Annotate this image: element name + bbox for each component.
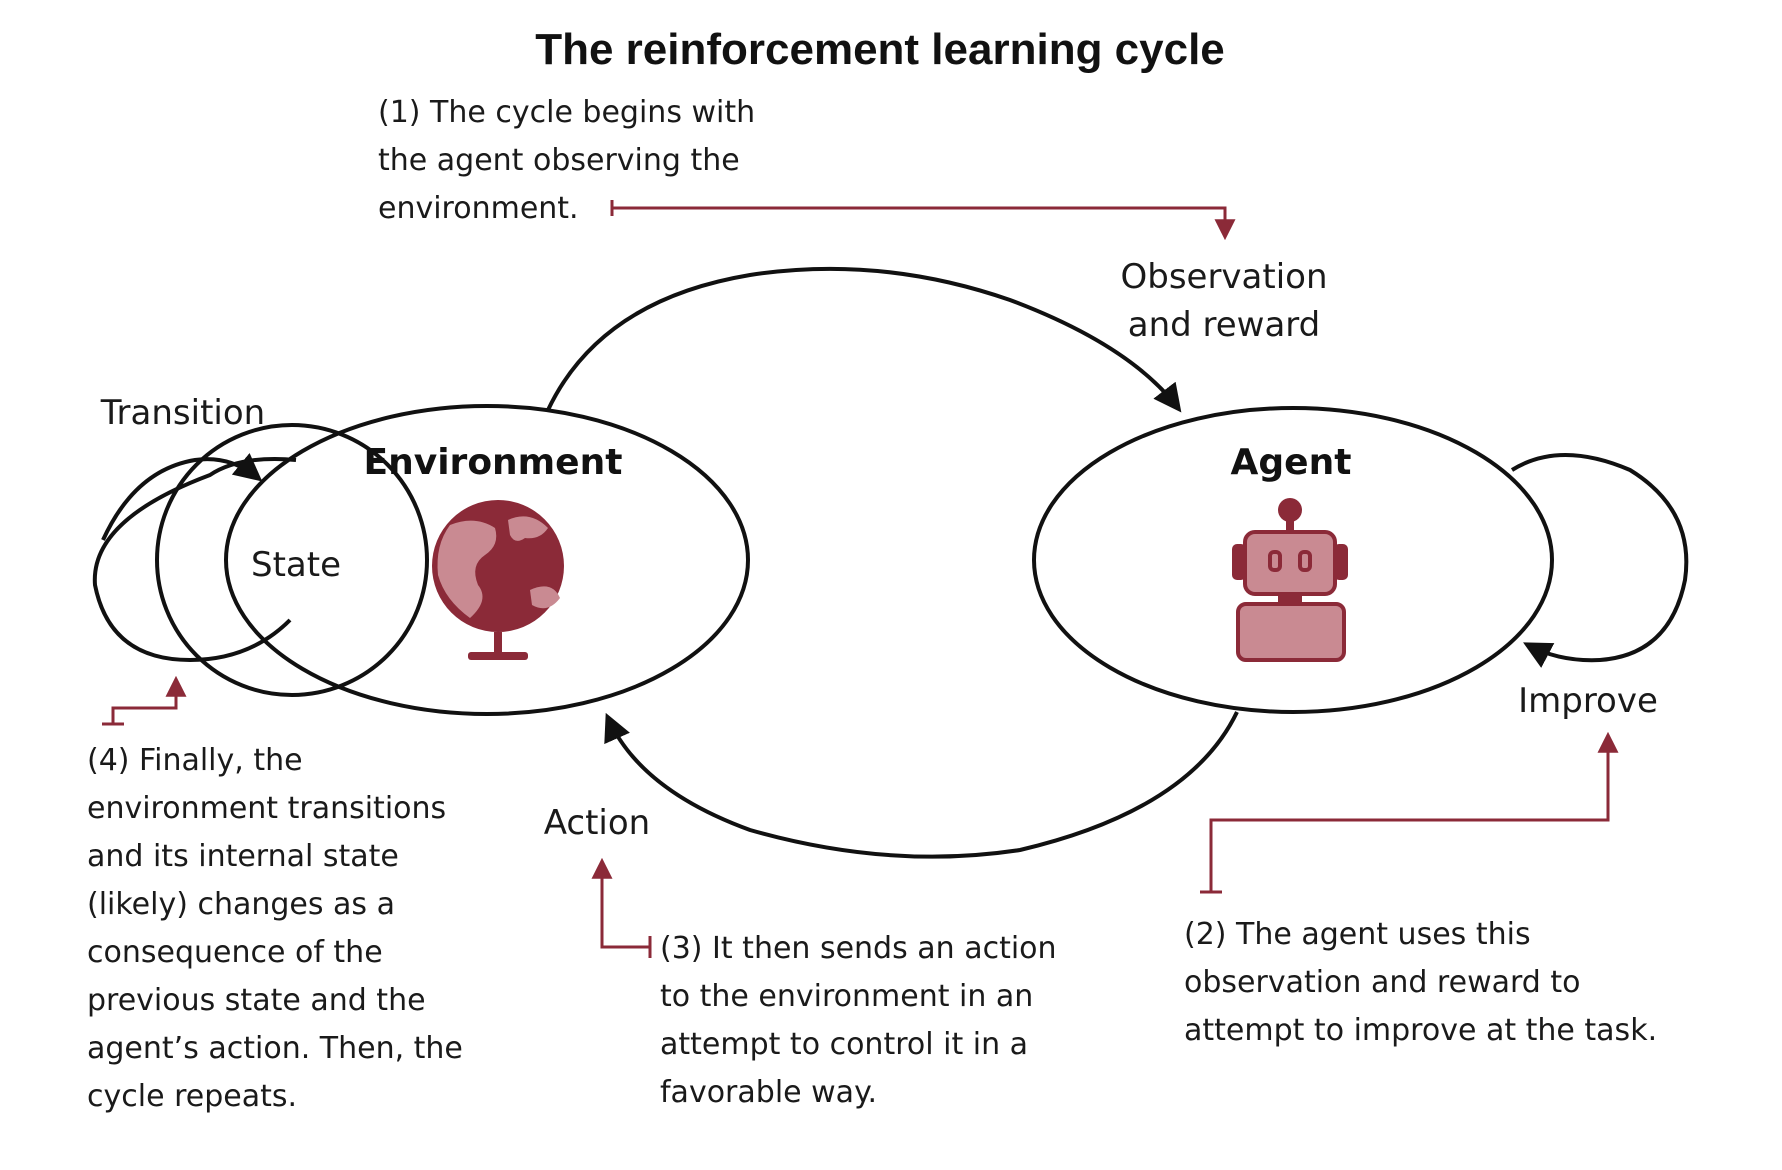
svg-text:attempt to control it in a: attempt to control it in a <box>660 1027 1028 1062</box>
svg-text:agent’s action. Then, the: agent’s action. Then, the <box>87 1031 463 1066</box>
note-step3: (3) It then sends an action to the envir… <box>660 931 1057 1110</box>
svg-text:cycle repeats.: cycle repeats. <box>87 1079 297 1114</box>
state-label: State <box>251 545 341 585</box>
globe-icon <box>432 500 564 660</box>
agent-node <box>1032 406 1554 714</box>
svg-text:consequence of the: consequence of the <box>87 935 383 970</box>
svg-text:to the environment in an: to the environment in an <box>660 979 1033 1014</box>
state-node <box>155 423 429 697</box>
improve-loop <box>1510 453 1689 668</box>
svg-text:(1) The cycle begins with: (1) The cycle begins with <box>378 95 755 130</box>
robot-icon <box>1232 498 1348 662</box>
leader-step2 <box>1200 736 1608 894</box>
transition-loop-top <box>101 452 263 541</box>
svg-text:environment.: environment. <box>378 191 579 226</box>
svg-text:attempt to improve at the task: attempt to improve at the task. <box>1184 1013 1657 1048</box>
note-step2: (2) The agent uses this observation and … <box>1184 917 1657 1048</box>
leader-step3 <box>602 862 652 958</box>
leader-step4 <box>102 680 176 726</box>
transition-loop <box>92 457 297 663</box>
agent-label: Agent <box>1231 442 1352 483</box>
svg-text:the agent observing the: the agent observing the <box>378 143 740 178</box>
observation-label-line1: Observation <box>1120 257 1327 297</box>
action-label: Action <box>544 803 650 843</box>
svg-text:previous state and the: previous state and the <box>87 983 426 1018</box>
action-arc <box>604 711 1239 859</box>
svg-text:(likely) changes as a: (likely) changes as a <box>87 887 395 922</box>
note-step4: (4) Finally, the environment transitions… <box>87 743 463 1114</box>
observation-label-line2: and reward <box>1128 305 1321 345</box>
svg-text:observation and reward to: observation and reward to <box>1184 965 1581 1000</box>
svg-text:environment transitions: environment transitions <box>87 791 446 826</box>
svg-text:favorable way.: favorable way. <box>660 1075 877 1110</box>
environment-label: Environment <box>364 442 623 483</box>
svg-text:and its internal state: and its internal state <box>87 839 399 874</box>
transition-label: Transition <box>100 393 265 433</box>
diagram-title: The reinforcement learning cycle <box>535 25 1225 74</box>
environment-node <box>224 404 750 716</box>
svg-text:(3) It then sends an action: (3) It then sends an action <box>660 931 1057 966</box>
improve-label: Improve <box>1518 681 1658 721</box>
svg-text:(4) Finally, the: (4) Finally, the <box>87 743 303 778</box>
note-step1: (1) The cycle begins with the agent obse… <box>378 95 755 226</box>
leader-step1 <box>610 200 1225 236</box>
svg-text:(2) The agent uses this: (2) The agent uses this <box>1184 917 1531 952</box>
observation-arc <box>546 266 1182 413</box>
